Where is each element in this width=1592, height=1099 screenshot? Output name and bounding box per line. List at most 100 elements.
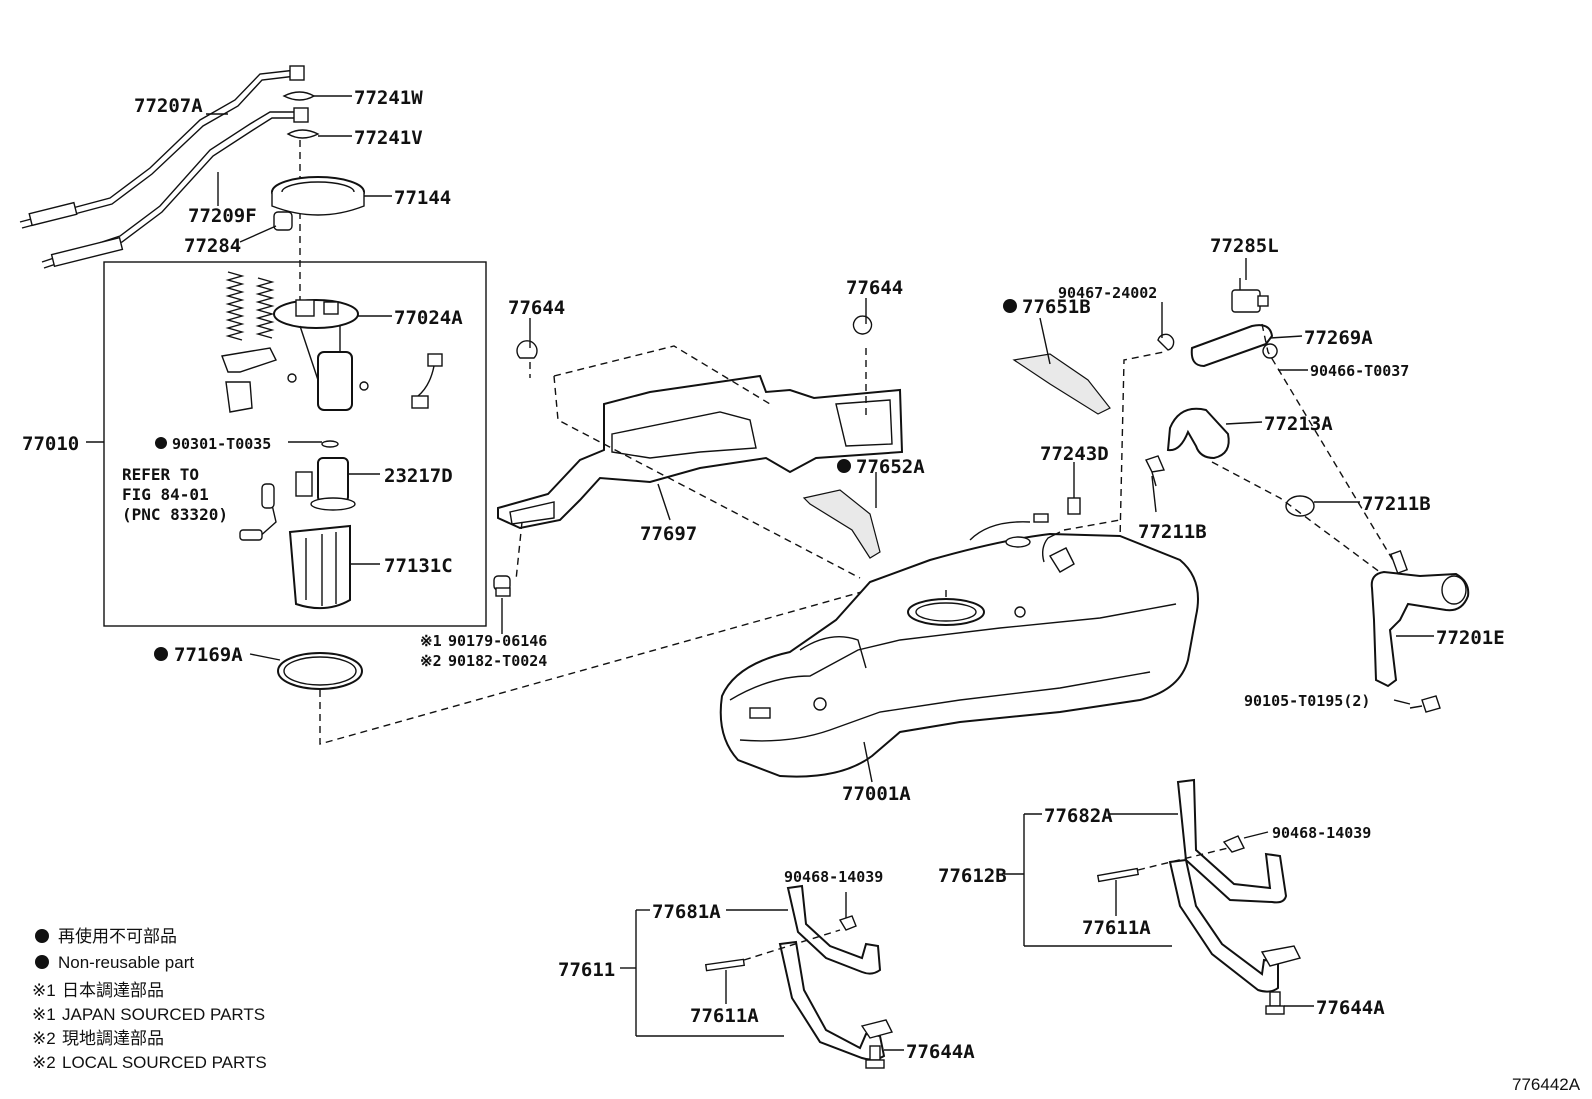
hose-77269A: [1190, 324, 1274, 368]
label-77131C: 77131C: [384, 555, 453, 577]
refer-line-3: (PNC 83320): [122, 505, 228, 524]
legend-local-en: LOCAL SOURCED PARTS: [62, 1053, 267, 1072]
protector-77651B: [1012, 353, 1111, 415]
bolt-77644A-right: [1265, 991, 1285, 1015]
label-77652A: 77652A: [856, 456, 925, 478]
legend: 再使用不可部品 Non-reusable part ※1 日本調達部品 ※1 J…: [32, 926, 267, 1072]
label-90301-T0035: 90301-T0035: [172, 435, 271, 453]
label-90467-24002: 90467-24002: [1058, 284, 1157, 302]
legend-mark-1a: ※1: [32, 981, 56, 1000]
legend-mark-2b: ※2: [32, 1053, 56, 1072]
label-77644A-right: 77644A: [1316, 997, 1385, 1019]
label-90466-T0037: 90466-T0037: [1310, 362, 1409, 380]
label-77612B: 77612B: [938, 865, 1007, 887]
label-77169A: 77169A: [174, 644, 243, 666]
clip-77241V: [286, 129, 320, 139]
label-77682A: 77682A: [1044, 805, 1113, 827]
fuel-tube-77207A: [19, 65, 305, 229]
figure-id: 776442A: [1512, 1075, 1581, 1094]
label-77284: 77284: [184, 235, 241, 257]
label-77207A: 77207A: [134, 95, 203, 117]
non-reusable-mark: [155, 437, 167, 449]
clip-90468-left: [838, 915, 857, 931]
pin-77611A-right: [1096, 867, 1140, 883]
clamp-77243D: [1067, 497, 1081, 515]
clamp-90467: [1157, 333, 1175, 351]
hose-77213A: [1166, 407, 1230, 460]
retainer-ring-77144: [271, 176, 365, 216]
clamp-77211B-mid: [1145, 455, 1165, 473]
fuel-pump-assembly-box: [103, 261, 487, 627]
label-90105-T0195: 90105-T0195(2): [1244, 692, 1370, 710]
label-90182-T0024: 90182-T0024: [448, 652, 547, 670]
label-77211B-mid: 77211B: [1138, 521, 1207, 543]
non-reusable-mark: [837, 459, 851, 473]
label-77611A-right: 77611A: [1082, 917, 1151, 939]
label-90468-14039-left: 90468-14039: [784, 868, 883, 886]
clip-77644-mid: [852, 315, 873, 335]
label-90179-06146: 90179-06146: [448, 632, 547, 650]
label-77024A: 77024A: [394, 307, 463, 329]
refer-line-2: FIG 84-01: [122, 485, 209, 504]
label-77697: 77697: [640, 523, 697, 545]
label-77269A: 77269A: [1304, 327, 1373, 349]
gasket-77284: [273, 211, 293, 231]
fuel-tube-77209F: [41, 107, 309, 269]
label-77241W: 77241W: [354, 87, 423, 109]
label-77213A: 77213A: [1264, 413, 1333, 435]
legend-japan-en: JAPAN SOURCED PARTS: [62, 1005, 265, 1024]
protector-77652A: [802, 489, 881, 559]
clip-77241W: [282, 91, 316, 101]
label-23217D: 23217D: [384, 465, 453, 487]
label-77010: 77010: [22, 433, 79, 455]
fuel-tank-77001A: [719, 513, 1199, 778]
protector-77697: [497, 374, 904, 530]
refer-line-1: REFER TO: [122, 465, 199, 484]
label-77243D: 77243D: [1040, 443, 1109, 465]
legend-mark-1b: ※1: [32, 1005, 56, 1024]
pin-77611A-left: [704, 958, 746, 972]
leader-lines: [86, 95, 1434, 1051]
vent-valve-77285L: [1231, 278, 1269, 313]
label-77209F: 77209F: [188, 205, 257, 227]
label-77611A-left: 77611A: [690, 1005, 759, 1027]
label-77611: 77611: [558, 959, 615, 981]
non-reusable-mark: [1003, 299, 1017, 313]
legend-japan-jp: 日本調達部品: [62, 981, 164, 1000]
label-77644-left: 77644: [508, 297, 565, 319]
filter-housing-77131C: [288, 524, 351, 610]
o-ring-90301: [321, 440, 339, 448]
legend-non-reusable-jp: 再使用不可部品: [58, 926, 177, 946]
bolt-90105: [1421, 695, 1441, 713]
label-77001A: 77001A: [842, 783, 911, 805]
label-77144: 77144: [394, 187, 451, 209]
label-90468-14039-right: 90468-14039: [1272, 824, 1371, 842]
label-77644A-left: 77644A: [906, 1041, 975, 1063]
clip-77644-left: [516, 340, 538, 359]
strap-77682A: [1176, 778, 1288, 904]
label-77681A: 77681A: [652, 901, 721, 923]
filler-pipe-77201E: [1370, 549, 1470, 688]
bolt-77644A-left: [865, 1045, 885, 1069]
label-77241V: 77241V: [354, 127, 423, 149]
label-77651B: 77651B: [1022, 296, 1091, 318]
strap-77681A: [786, 884, 882, 975]
clamp-77211B-right: [1285, 495, 1315, 517]
bushing-90179: [493, 575, 511, 597]
label-77211B-right: 77211B: [1362, 493, 1431, 515]
non-reusable-mark: [154, 647, 168, 661]
legend-local-jp: 現地調達部品: [62, 1029, 164, 1048]
mark-local-sourced: ※2: [420, 652, 442, 670]
legend-mark-2a: ※2: [32, 1029, 56, 1048]
label-77201E: 77201E: [1436, 627, 1505, 649]
clamp-90466: [1262, 343, 1278, 359]
clip-90468-right: [1222, 835, 1245, 853]
fuel-pump-assembly-77024A: [221, 271, 443, 413]
label-77644-mid: 77644: [846, 277, 903, 299]
legend-non-reusable-en: Non-reusable part: [58, 953, 194, 972]
sender-gauge: [239, 483, 277, 541]
strap-77612B-lower: [1168, 858, 1302, 993]
fuel-pump-23217D: [295, 457, 356, 511]
label-77285L: 77285L: [1210, 235, 1279, 257]
